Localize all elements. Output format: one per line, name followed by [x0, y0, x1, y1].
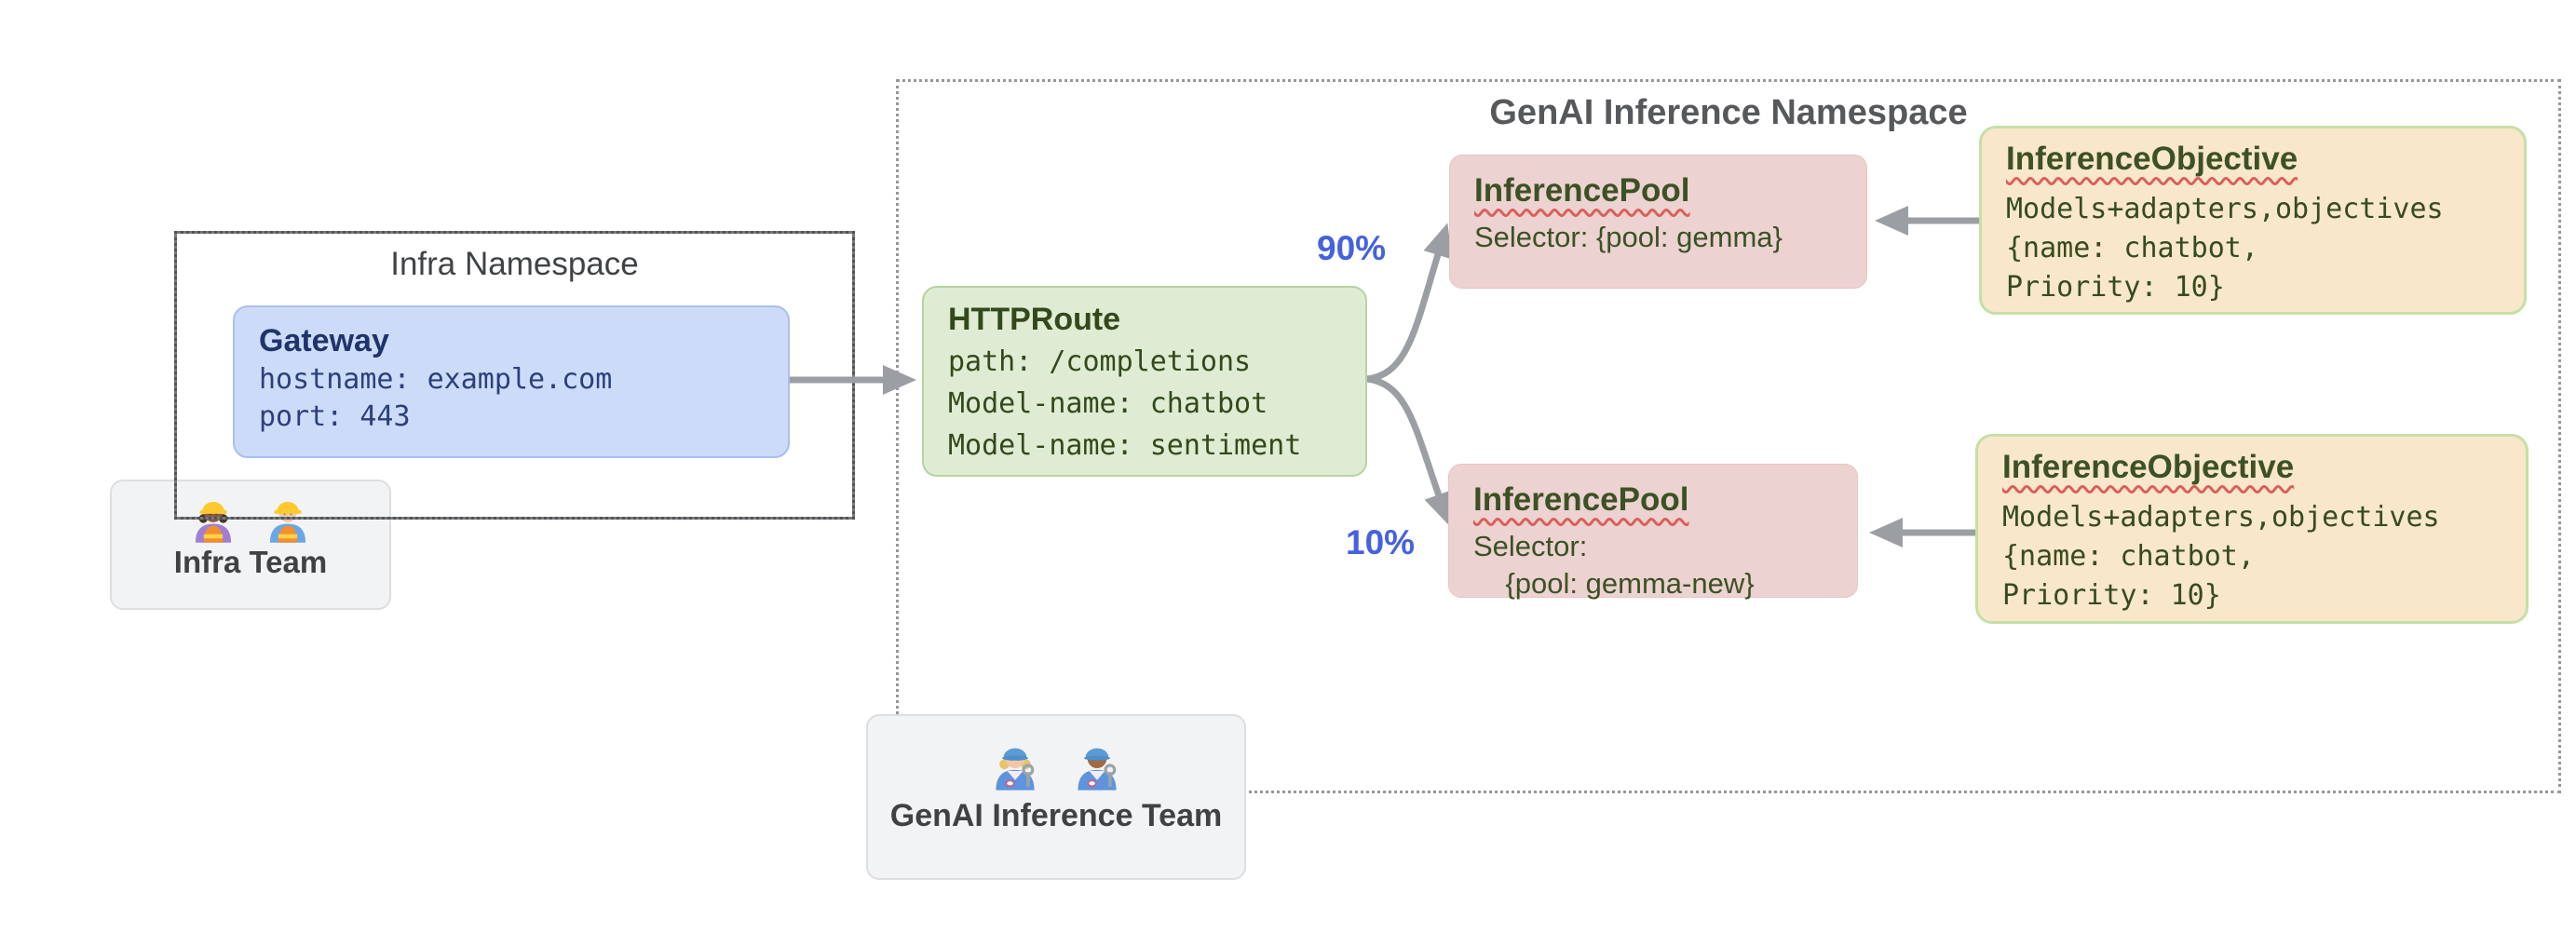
infra-team-label: Infra Team — [173, 545, 328, 579]
httproute-model-sentiment: Model-name: sentiment — [948, 429, 1302, 462]
httproute-box: HTTPRoute path: /completions Model-name:… — [922, 286, 1367, 477]
inference-objective-top-box: InferenceObjective Models+adapters,objec… — [1979, 126, 2527, 315]
inference-pool-gemma-new-selector-value: {pool: gemma-new} — [1473, 567, 1755, 600]
infra-team-card: Infra Team — [110, 480, 391, 610]
inference-objective-top-line-3: Priority: 10} — [2006, 271, 2225, 304]
genai-inference-team-label: GenAI Inference Team — [889, 798, 1223, 833]
man-mechanic-emoji — [1078, 748, 1117, 791]
genai-inference-team-card: GenAI Inference Team — [866, 714, 1246, 880]
genai-inference-namespace-box: GenAI Inference Namespace — [896, 79, 2561, 793]
inference-pool-gemma-box: InferencePool Selector: {pool: gemma} — [1449, 155, 1867, 289]
inference-objective-top-line-2: {name: chatbot, — [2006, 232, 2258, 264]
gateway-hostname: hostname: example.com — [259, 363, 613, 396]
inference-pool-gemma-new-title: InferencePool — [1473, 481, 1689, 518]
arrow-httproute-to-pool-gemma — [1366, 223, 1453, 383]
gateway-box: Gateway hostname: example.com port: 443 — [233, 305, 790, 458]
gateway-port: port: 443 — [259, 400, 411, 433]
inference-objective-bottom-title: InferenceObjective — [2002, 449, 2295, 485]
infra-namespace-title: Infra Namespace — [390, 246, 639, 282]
inference-pool-gemma-new-box: InferencePool Selector: {pool: gemma-new… — [1448, 464, 1858, 600]
gateway-title: Gateway — [259, 323, 389, 358]
infra-namespace-box: Infra Namespace — [174, 231, 855, 520]
inference-objective-bottom-line-1: Models+adapters,objectives — [2002, 501, 2440, 534]
httproute-title: HTTPRoute — [948, 302, 1121, 337]
traffic-split-90: 90% — [1317, 229, 1387, 267]
woman-construction-worker-emoji — [195, 501, 232, 543]
httproute-path: path: /completions — [948, 345, 1252, 378]
inference-objective-bottom-box: InferenceObjective Models+adapters,objec… — [1975, 434, 2529, 624]
httproute-model-chatbot: Model-name: chatbot — [948, 387, 1268, 420]
inference-pool-gemma-title: InferencePool — [1474, 172, 1690, 209]
inference-pool-gemma-selector: Selector: {pool: gemma} — [1474, 221, 1783, 253]
traffic-split-10: 10% — [1346, 523, 1416, 561]
genai-team-emoji-row — [988, 738, 1124, 792]
inference-pool-gemma-new-selector: Selector: — [1473, 530, 1588, 562]
genai-inference-namespace-title: GenAI Inference Namespace — [1489, 93, 1968, 132]
inference-objective-bottom-line-3: Priority: 10} — [2002, 579, 2221, 612]
inference-objective-top-title: InferenceObjective — [2006, 141, 2298, 177]
inference-objective-bottom-line-2: {name: chatbot, — [2002, 540, 2255, 573]
woman-mechanic-emoji — [996, 748, 1035, 791]
arrow-httproute-to-pool-gemma-new — [1366, 375, 1453, 527]
inference-objective-top-line-1: Models+adapters,objectives — [2006, 193, 2444, 225]
